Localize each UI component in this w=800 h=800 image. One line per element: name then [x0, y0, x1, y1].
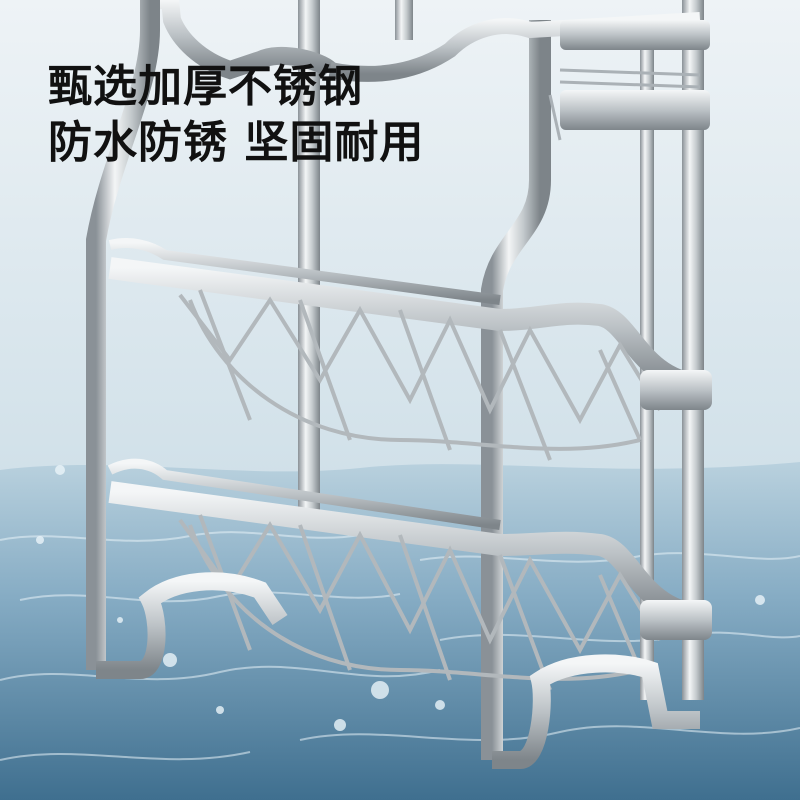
side-post-right — [682, 0, 704, 700]
rear-post-top — [395, 0, 413, 40]
rack-feet — [96, 572, 700, 769]
middle-wire-basket — [178, 289, 662, 461]
front-post-left — [86, 0, 160, 670]
headline-line-1: 甄选加厚不锈钢 — [48, 61, 363, 112]
top-shelf — [328, 12, 710, 141]
top-left-frame — [150, 0, 337, 80]
middle-shelf — [108, 238, 712, 461]
headline-line-2: 防水防锈 坚固耐用 — [48, 117, 425, 168]
front-post-right — [481, 20, 551, 760]
rear-post-left — [298, 0, 320, 520]
